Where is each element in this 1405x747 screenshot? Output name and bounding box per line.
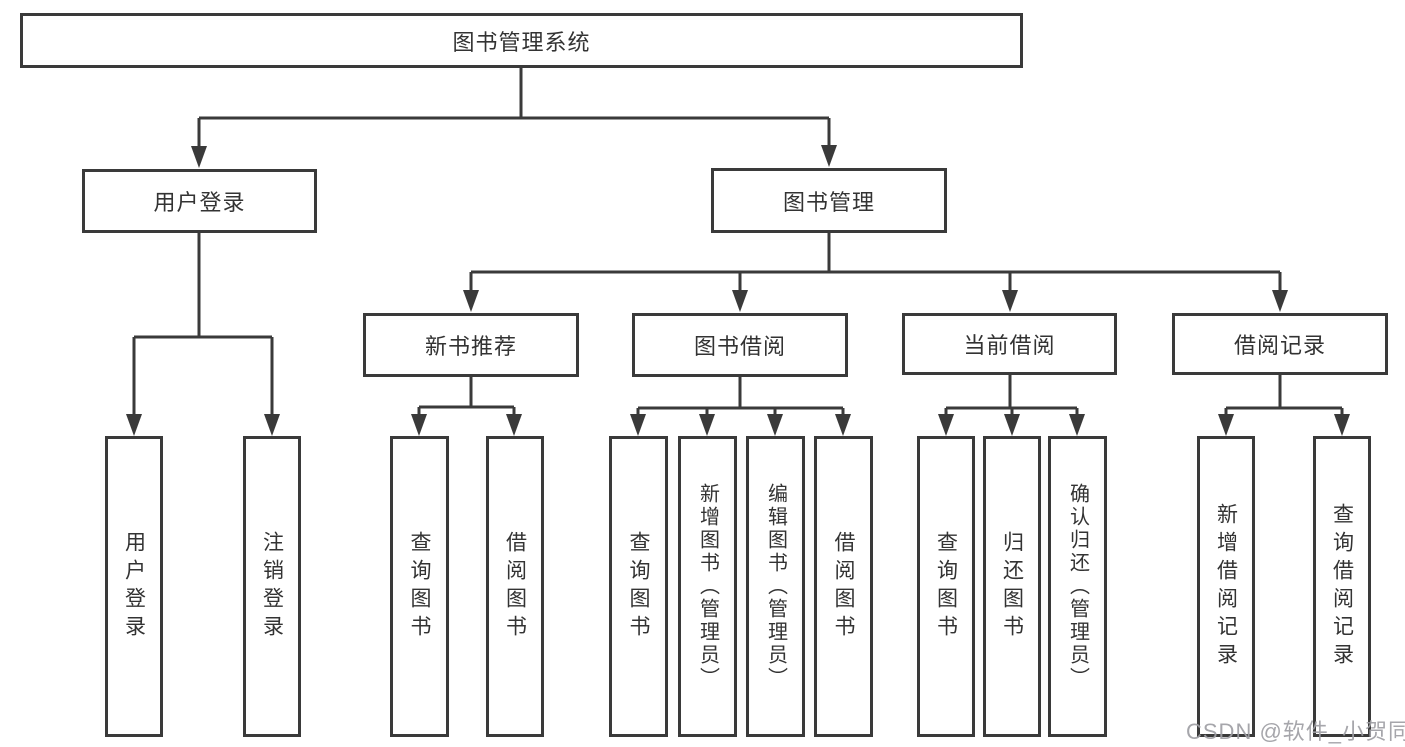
leaf-logout: 注销登录: [243, 436, 301, 737]
leaf-query-books-current: 查询图书: [917, 436, 975, 737]
leaf-confirm-return-admin: 确认归还（管理员）: [1048, 436, 1107, 737]
leaf-borrow-books-recommend: 借阅图书: [486, 436, 544, 737]
node-label: 图书借阅: [693, 334, 786, 359]
leaf-user-login: 用户登录: [105, 436, 163, 737]
node-book-management: 图书管理: [711, 168, 947, 233]
leaf-label: 用户登录: [122, 530, 146, 643]
node-label: 新书推荐: [424, 334, 517, 359]
node-label: 当前借阅: [963, 333, 1056, 358]
leaf-borrow-books: 借阅图书: [814, 436, 873, 737]
node-label: 用户登录: [153, 190, 246, 215]
arrowheads: [126, 145, 1350, 436]
leaf-return-books: 归还图书: [983, 436, 1041, 737]
node-book-borrow: 图书借阅: [632, 313, 848, 377]
leaf-label: 新增借阅记录: [1214, 502, 1238, 671]
csdn-watermark: CSDN @软件_小贺同学: [1186, 719, 1405, 744]
leaf-label: 查询图书: [627, 530, 650, 643]
leaf-label: 归还图书: [1000, 530, 1024, 643]
leaf-add-books-admin: 新增图书（管理员）: [678, 436, 737, 737]
node-library-management-system: 图书管理系统: [20, 13, 1023, 68]
node-user-login: 用户登录: [82, 169, 317, 233]
leaf-label: 查询图书: [408, 530, 431, 643]
leaf-label: 新增图书（管理员）: [696, 483, 719, 690]
node-label: 借阅记录: [1233, 333, 1326, 358]
node-new-book-recommend: 新书推荐: [363, 313, 579, 377]
leaf-label: 确认归还（管理员）: [1066, 483, 1089, 690]
leaf-label: 借阅图书: [832, 530, 855, 643]
leaf-query-books-recommend: 查询图书: [390, 436, 449, 737]
leaf-add-borrow-record: 新增借阅记录: [1197, 436, 1255, 737]
leaf-label: 查询图书: [934, 530, 958, 643]
leaf-label: 查询借阅记录: [1330, 502, 1354, 671]
node-current-borrow: 当前借阅: [902, 313, 1117, 375]
leaf-label: 借阅图书: [503, 530, 527, 643]
node-label: 图书管理系统: [452, 29, 591, 55]
leaf-query-borrow-record: 查询借阅记录: [1313, 436, 1371, 737]
node-borrow-records: 借阅记录: [1172, 313, 1388, 375]
leaf-edit-books-admin: 编辑图书（管理员）: [746, 436, 805, 737]
node-label: 图书管理: [782, 189, 875, 215]
leaf-label: 注销登录: [260, 530, 284, 643]
leaf-label: 编辑图书（管理员）: [764, 483, 787, 690]
leaf-query-books-borrow: 查询图书: [609, 436, 668, 737]
